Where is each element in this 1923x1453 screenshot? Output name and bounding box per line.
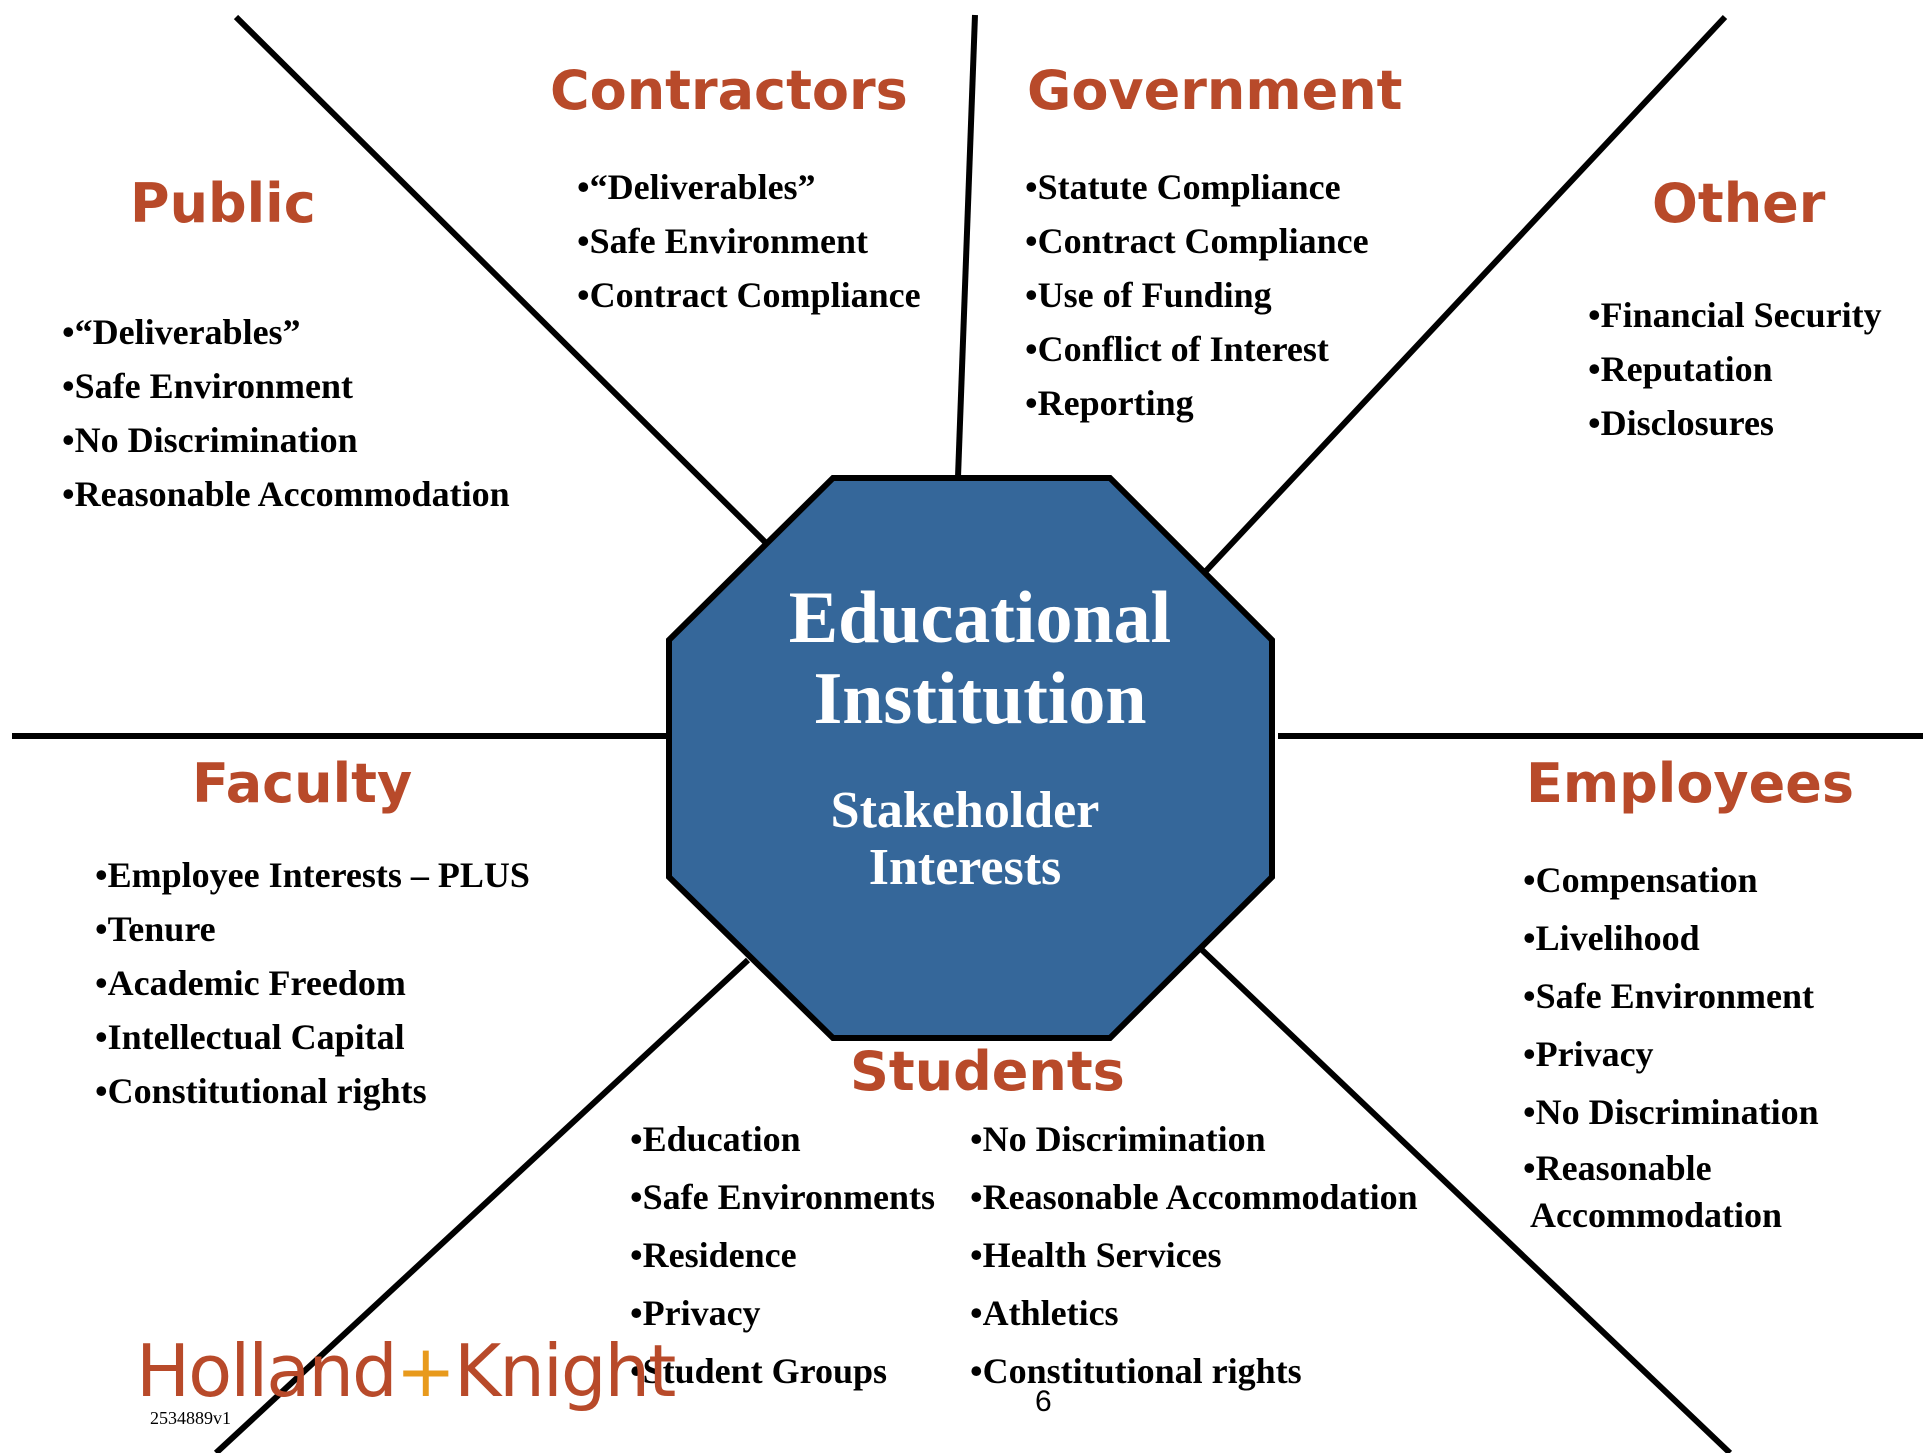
list-item: •Tenure (95, 909, 216, 949)
list-item: •Constitutional rights (95, 1071, 427, 1111)
list-item: •Reasonable Accommodation (62, 474, 510, 514)
list-item: •Employee Interests – PLUS (95, 855, 530, 895)
spoke-upper-right (1202, 14, 1728, 575)
document-id: 2534889v1 (150, 1408, 231, 1428)
employees-list: •Compensation •Livelihood •Safe Environm… (1523, 851, 1819, 1235)
logo-text-left: Holland (136, 1329, 398, 1413)
spoke-upper-left (233, 14, 768, 545)
list-item: •Statute Compliance (1025, 167, 1341, 207)
page-number: 6 (1035, 1385, 1052, 1418)
spoke-lower-left (213, 957, 751, 1453)
students-list-left: •Education •Safe Environments •Residence… (630, 1110, 935, 1400)
list-item: •Privacy (630, 1293, 761, 1333)
contractors-list: •“Deliverables” •Safe Environment •Contr… (577, 160, 921, 322)
list-item: •Safe Environments (630, 1177, 935, 1217)
list-item: •Livelihood (1523, 918, 1700, 958)
list-item: •Education (630, 1119, 801, 1159)
list-item: •Compensation (1523, 860, 1758, 900)
list-item: •Contract Compliance (577, 275, 921, 315)
list-item: •Reasonable (1523, 1148, 1712, 1188)
students-list-right: •No Discrimination •Reasonable Accommoda… (970, 1110, 1418, 1400)
contractors-heading: Contractors (550, 59, 908, 122)
list-item: •Use of Funding (1025, 275, 1272, 315)
center-subtitle: Stakeholder Interests (760, 782, 1170, 896)
list-item: •“Deliverables” (577, 167, 816, 207)
center-octagon (666, 475, 1275, 1041)
students-heading: Students (850, 1040, 1125, 1103)
list-item: •Safe Environment (62, 366, 353, 406)
logo-plus: + (395, 1329, 456, 1413)
center-title: Educational Institution (740, 577, 1220, 741)
center-subtitle-line2: Interests (868, 839, 1062, 897)
list-item: •Intellectual Capital (95, 1017, 405, 1057)
center-subtitle-line1: Stakeholder (830, 782, 1100, 839)
list-item: •Safe Environment (1523, 976, 1814, 1016)
list-item: •Reasonable Accommodation (970, 1177, 1418, 1217)
government-list: •Statute Compliance •Contract Compliance… (1025, 160, 1369, 430)
spoke-top (955, 14, 978, 478)
list-item: •Reporting (1025, 383, 1194, 423)
list-item: •No Discrimination (62, 420, 358, 460)
center-title-line2: Institution (813, 658, 1147, 741)
list-item: •Student Groups (630, 1351, 888, 1391)
list-item: •Reputation (1588, 349, 1773, 389)
holland-knight-logo: Holland+Knight (136, 1335, 676, 1407)
public-list: •“Deliverables” •Safe Environment •No Di… (62, 305, 510, 521)
list-item: •Contract Compliance (1025, 221, 1369, 261)
list-item: •Academic Freedom (95, 963, 406, 1003)
faculty-list: •Employee Interests – PLUS •Tenure •Acad… (95, 848, 530, 1118)
list-item: •Conflict of Interest (1025, 329, 1329, 369)
list-item: •No Discrimination (970, 1119, 1266, 1159)
list-item: •Health Services (970, 1235, 1222, 1275)
government-heading: Government (1027, 59, 1403, 122)
faculty-heading: Faculty (192, 752, 413, 815)
center-title-line1: Educational (788, 577, 1172, 659)
list-item: •Disclosures (1588, 403, 1774, 443)
list-item: •No Discrimination (1523, 1092, 1819, 1132)
other-heading: Other (1652, 172, 1826, 235)
list-item: •Residence (630, 1235, 797, 1275)
list-item: •“Deliverables” (62, 312, 301, 352)
spoke-lower-right (1197, 945, 1733, 1453)
other-list: •Financial Security •Reputation •Disclos… (1588, 288, 1882, 450)
list-item: •Privacy (1523, 1034, 1654, 1074)
list-item: Accommodation (1523, 1195, 1782, 1235)
employees-heading: Employees (1526, 752, 1855, 815)
list-item: •Financial Security (1588, 295, 1882, 335)
list-item: •Safe Environment (577, 221, 868, 261)
logo-text-right: Knight (453, 1329, 676, 1413)
public-heading: Public (130, 172, 316, 235)
list-item: •Constitutional rights (970, 1351, 1302, 1391)
list-item: •Athletics (970, 1293, 1119, 1333)
